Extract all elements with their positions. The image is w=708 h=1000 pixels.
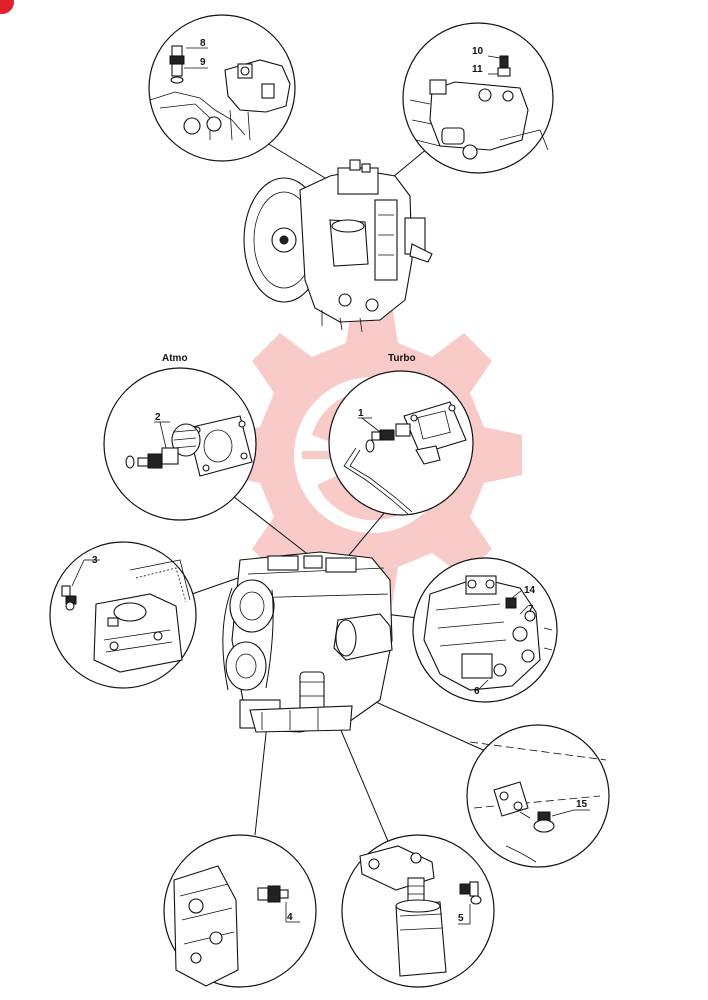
detail-circle-top-right [402,22,554,174]
detail-circle-top-left [148,14,296,162]
callout-3: 3 [92,555,98,566]
detail-circle-5 [341,834,495,988]
callout-15: 15 [576,799,588,810]
callout-2: 2 [155,412,161,423]
callout-11: 11 [472,64,483,75]
engine-block [222,551,393,733]
callout-8: 8 [200,38,206,49]
leader-line-4 [254,714,269,836]
title-atmo: Atmo [162,353,188,364]
callout-9: 9 [200,57,206,68]
callout-14: 14 [524,585,536,596]
leader-line-3 [191,577,239,595]
callout-4: 4 [287,912,293,923]
detail-circle-turbo [328,370,474,516]
title-turbo: Turbo [388,353,416,364]
detail-circle-atmo [103,367,257,521]
detail-circle-3 [49,541,197,689]
injection-pump-assembly [243,159,433,333]
detail-circle-4 [163,834,317,988]
callout-10: 10 [472,46,484,57]
corner-badge-icon [0,0,14,14]
leader-line-turbo [344,511,386,561]
leader-line-atmo [219,485,311,557]
callout-6: 6 [474,686,480,697]
callout-7: 7 [528,604,534,615]
detail-circle-pump [412,557,558,703]
callout-1: 1 [358,408,364,419]
callout-5: 5 [458,913,464,924]
detail-circle-15 [466,724,610,868]
